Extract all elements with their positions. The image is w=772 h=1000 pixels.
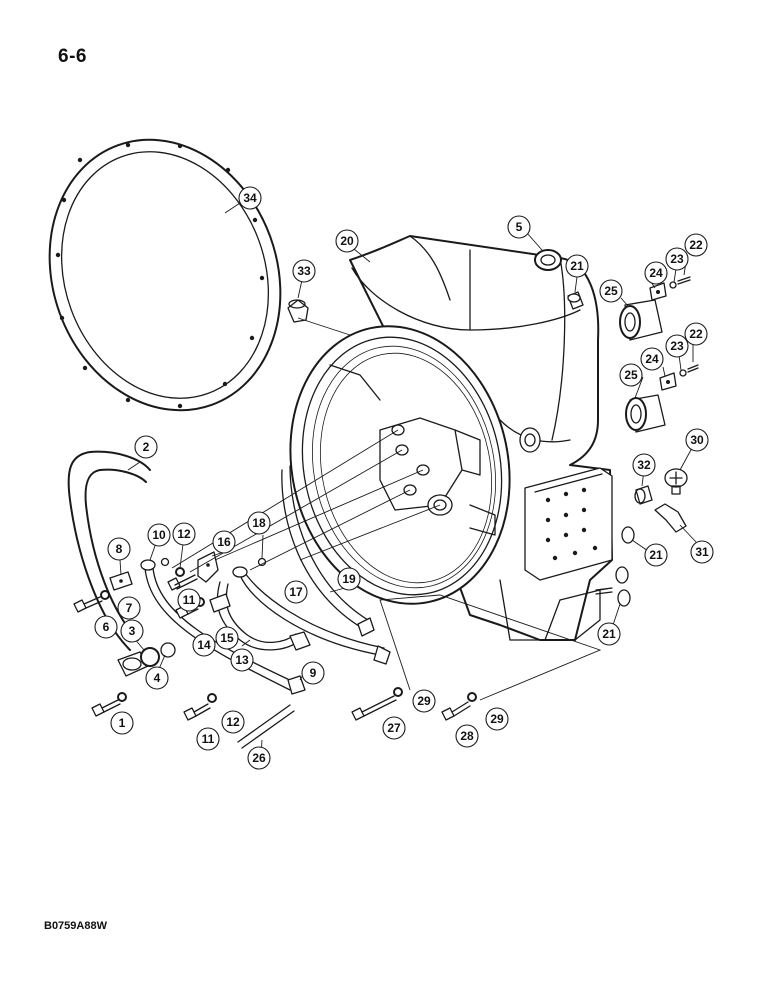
svg-text:1: 1 [119, 716, 126, 730]
svg-text:11: 11 [183, 593, 196, 607]
svg-text:23: 23 [670, 252, 684, 266]
svg-text:22: 22 [689, 238, 703, 252]
svg-text:34: 34 [243, 191, 257, 205]
callout-26: 26 [247, 746, 271, 770]
svg-text:12: 12 [226, 715, 240, 729]
assembly-guide-lines [171, 317, 613, 701]
callout-24: 24 [640, 347, 664, 371]
gasket-ring [48, 138, 282, 412]
svg-text:21: 21 [649, 548, 663, 562]
callout-15: 15 [215, 626, 239, 650]
callout-7: 7 [117, 596, 141, 620]
svg-text:21: 21 [570, 259, 584, 273]
callout-29: 29 [485, 707, 509, 731]
svg-text:7: 7 [126, 601, 133, 615]
callout-27: 27 [382, 716, 406, 740]
callout-2: 2 [134, 435, 158, 459]
svg-text:2: 2 [143, 440, 150, 454]
bolts-and-washers [73, 567, 477, 721]
callout-23: 23 [665, 247, 689, 271]
svg-text:9: 9 [310, 666, 317, 680]
svg-text:28: 28 [460, 729, 474, 743]
callout-22: 22 [684, 322, 708, 346]
callout-3: 3 [120, 619, 144, 643]
svg-text:18: 18 [252, 516, 266, 530]
callout-12: 12 [221, 710, 245, 734]
svg-text:33: 33 [297, 264, 311, 278]
svg-text:12: 12 [177, 527, 191, 541]
svg-text:20: 20 [340, 234, 354, 248]
svg-text:32: 32 [637, 458, 651, 472]
svg-text:23: 23 [670, 339, 684, 353]
callouts: 34 20 33 5 21 22 23 24 25 22 23 24 25 30… [94, 186, 714, 770]
callout-25: 25 [599, 279, 623, 303]
svg-text:25: 25 [604, 284, 618, 298]
callout-34: 34 [238, 186, 262, 210]
svg-text:3: 3 [129, 624, 136, 638]
callout-8: 8 [107, 537, 131, 561]
svg-text:27: 27 [387, 721, 401, 735]
callout-19: 19 [337, 567, 361, 591]
transmission-housing [289, 235, 613, 641]
svg-text:29: 29 [417, 694, 431, 708]
callout-9: 9 [301, 661, 325, 685]
callout-22: 22 [684, 233, 708, 257]
callout-6: 6 [94, 615, 118, 639]
callout-18: 18 [247, 511, 271, 535]
callout-21: 21 [644, 543, 668, 567]
callout-21: 21 [565, 254, 589, 278]
svg-text:21: 21 [602, 627, 616, 641]
svg-text:19: 19 [342, 572, 356, 586]
svg-text:10: 10 [152, 528, 166, 542]
svg-text:24: 24 [645, 352, 659, 366]
callout-23: 23 [665, 334, 689, 358]
svg-text:24: 24 [649, 266, 663, 280]
figure-code: B0759A88W [44, 920, 107, 932]
callout-11: 11 [196, 727, 220, 751]
svg-text:29: 29 [490, 712, 504, 726]
svg-text:13: 13 [235, 653, 249, 667]
callout-25: 25 [619, 363, 643, 387]
callout-14: 14 [192, 633, 216, 657]
callout-17: 17 [284, 580, 308, 604]
callout-30: 30 [685, 428, 709, 452]
callout-16: 16 [212, 530, 236, 554]
callout-11: 11 [177, 588, 201, 612]
svg-text:26: 26 [252, 751, 266, 765]
svg-text:14: 14 [197, 638, 211, 652]
svg-text:25: 25 [624, 368, 638, 382]
callout-28: 28 [455, 724, 479, 748]
svg-text:8: 8 [116, 542, 123, 556]
callout-4: 4 [145, 666, 169, 690]
callout-24: 24 [644, 261, 668, 285]
svg-text:22: 22 [689, 327, 703, 341]
svg-text:6: 6 [103, 620, 110, 634]
callout-29: 29 [412, 689, 436, 713]
callout-5: 5 [507, 215, 531, 239]
callout-1: 1 [110, 711, 134, 735]
callout-20: 20 [335, 229, 359, 253]
callout-31: 31 [690, 540, 714, 564]
callout-13: 13 [230, 648, 254, 672]
svg-text:30: 30 [690, 433, 704, 447]
svg-text:15: 15 [220, 631, 234, 645]
right-side-parts [287, 249, 699, 607]
svg-text:17: 17 [289, 585, 303, 599]
svg-text:5: 5 [516, 220, 523, 234]
callout-21: 21 [597, 622, 621, 646]
callout-33: 33 [292, 259, 316, 283]
svg-text:31: 31 [695, 545, 709, 559]
svg-text:16: 16 [217, 535, 231, 549]
hoses-and-tubes [67, 450, 391, 749]
page-number: 6-6 [58, 46, 87, 67]
callout-10: 10 [147, 523, 171, 547]
callout-32: 32 [632, 453, 656, 477]
svg-text:4: 4 [154, 671, 161, 685]
svg-text:11: 11 [202, 732, 215, 746]
callout-12: 12 [172, 522, 196, 546]
